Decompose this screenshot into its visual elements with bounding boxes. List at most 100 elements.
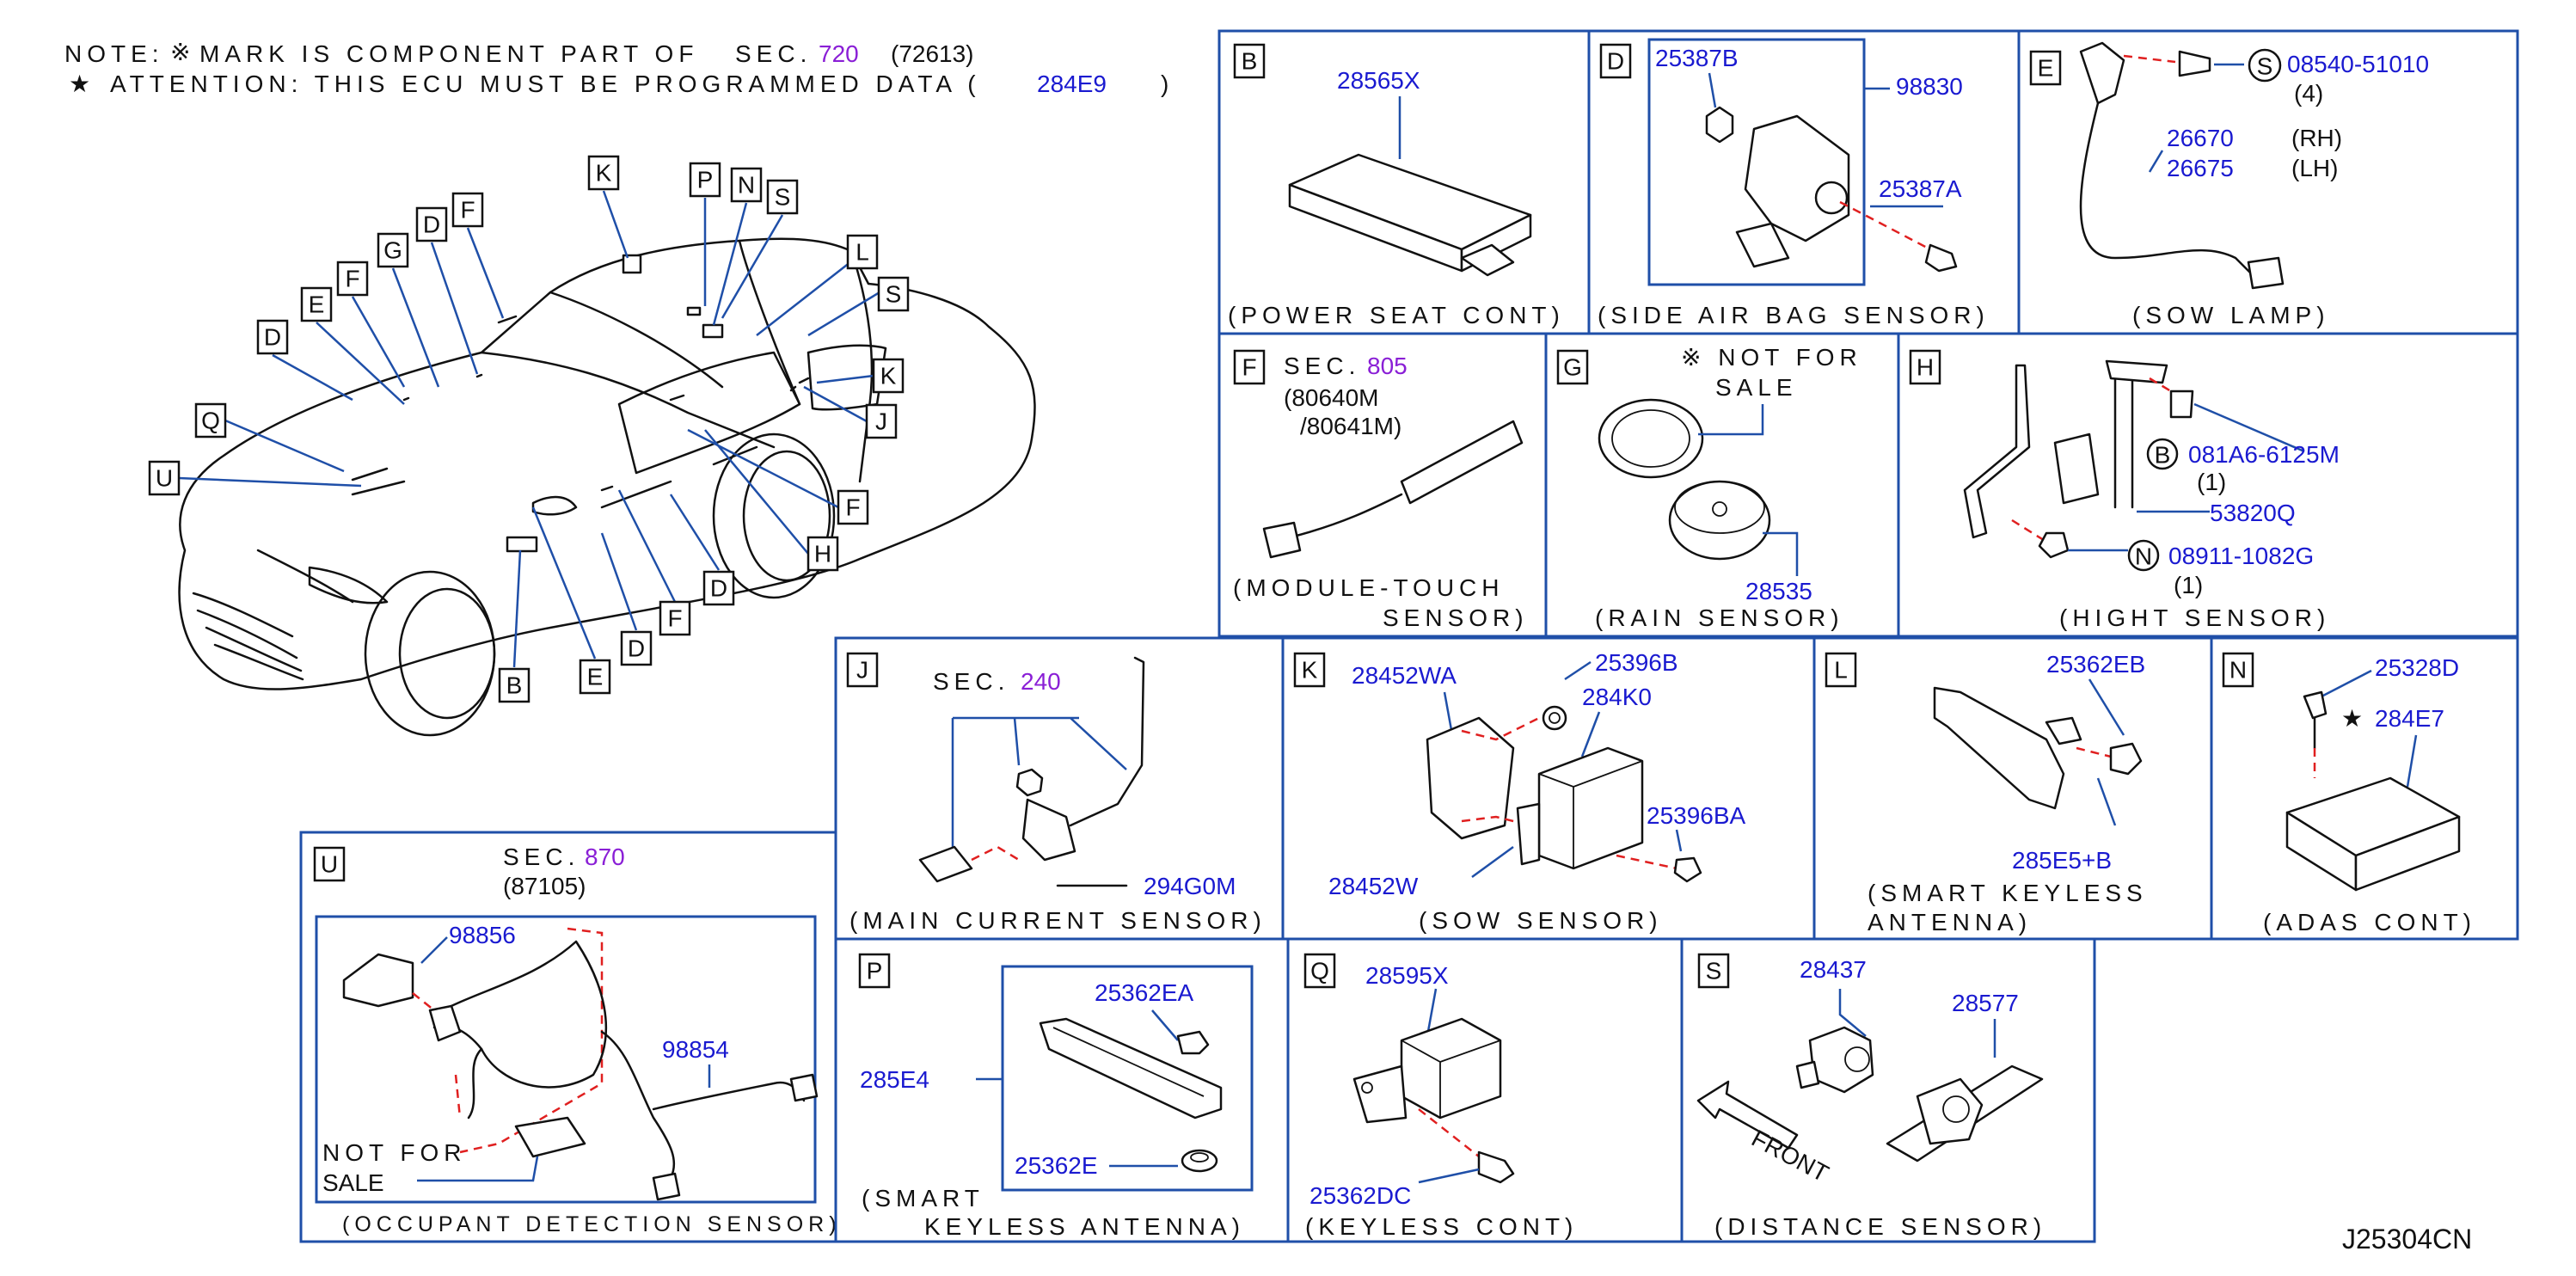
svg-text:240: 240 [1021,668,1061,695]
svg-text:D: D [264,324,281,351]
panel-caption: (RAIN SENSOR) [1595,604,1844,631]
note-label: NOTE: [64,40,164,67]
n-circle-icon: N [2135,543,2152,570]
svg-text:U: U [156,465,173,492]
svg-text:F: F [845,494,860,521]
panel-d-side-air-bag-sensor: D 25387B 98830 25387A (SIDE AIR BAG SENS… [1587,29,2021,335]
svg-text:NOT FOR: NOT FOR [322,1139,466,1166]
svg-text:H: H [1917,354,1934,381]
car-callout-d2[interactable]: D [600,532,653,666]
svg-text:(80640M: (80640M [1284,384,1379,411]
b-circle-icon: B [2155,442,2171,469]
car-callout-e2[interactable]: D [256,319,353,402]
svg-text:U: U [321,851,338,878]
panel-h-hight-sensor: H B 081A6-6125M (1) 53820Q N 08911-1082G… [1897,332,2519,638]
car-callout-d3[interactable]: D [415,206,479,375]
svg-text:G: G [1563,354,1582,381]
car-callout-k2[interactable]: K [816,358,905,394]
svg-text:SEC.: SEC. [503,844,580,870]
part-number: 28437 [1800,956,1867,983]
car-callout-l[interactable]: L [756,234,879,336]
svg-text:N: N [2229,657,2247,684]
svg-text:K: K [880,363,897,390]
panel-caption: (POWER SEAT CONT) [1228,302,1565,328]
part-number: 28565X [1337,67,1420,94]
part-number: 25387B [1655,45,1739,71]
attention-part-number: 284E9 [1037,71,1107,97]
car-callout-d[interactable]: D [669,494,735,606]
panel-caption: (KEYLESS CONT) [1305,1213,1578,1240]
svg-text:/80641M): /80641M) [1300,413,1401,439]
car-callout-f3[interactable]: F [451,192,505,319]
svg-text:F: F [667,605,682,632]
part-number: 25328D [2375,654,2459,681]
svg-text:E: E [2038,55,2054,82]
panel-b-power-seat-cont: B 28565X (POWER SEAT CONT) [1217,29,1591,335]
svg-text:F: F [460,197,475,224]
car-callout-k[interactable]: K [587,155,629,259]
panel-p-smart-keyless-antenna: P 25362EA 285E4 25362E (SMART KEYLESS AN… [834,937,1290,1243]
car-callout-b[interactable]: B [498,549,531,703]
attention-close: ) [1161,71,1168,97]
svg-text:(LH): (LH) [2291,155,2338,181]
panel-j-main-current-sensor: J SEC. 240 294G0M (MAIN CURRENT SENSOR) [834,636,1285,941]
part-number: 25362EA [1095,979,1194,1006]
car-callout-h[interactable]: H [704,429,839,572]
part-number: 53820Q [2210,500,2296,526]
svg-text:SALE: SALE [1715,374,1798,401]
panel-caption: (SOW LAMP) [2132,302,2330,328]
car-callout-f[interactable]: F [687,428,869,525]
svg-text:(87105): (87105) [503,873,586,899]
car-callout-d4[interactable]: E [300,286,405,405]
part-number: 98856 [449,922,516,948]
panel-e-sow-lamp: E S 08540-51010 (4) 26670 (RH) 26675 (LH… [2017,29,2519,335]
car-callout-j[interactable]: J [803,385,898,439]
car-callout-p[interactable]: P [689,162,721,306]
panel-caption: (MAIN CURRENT SENSOR) [849,907,1267,934]
panel-u-occupant-detection-sensor: U SEC. 870 (87105) 98856 98854 NOT FOR S… [299,831,837,1243]
note-sec-paren: (72613) [891,40,974,67]
svg-text:J: J [875,408,887,435]
car-callout-e[interactable]: E [531,506,611,695]
svg-text:S: S [886,281,902,308]
part-number: 294G0M [1144,873,1236,899]
car-callout-s2[interactable]: S [807,276,910,337]
car-callout-n[interactable]: N [712,167,763,326]
part-number: 25362E [1015,1152,1098,1179]
car-callout-q[interactable]: Q [194,402,345,473]
part-number: 28535 [1745,578,1812,604]
car-callout-s[interactable]: S [721,179,799,319]
svg-text:※ NOT FOR: ※ NOT FOR [1681,344,1862,371]
part-number: 25362DC [1309,1182,1411,1209]
svg-text:(4): (4) [2294,80,2323,107]
attention-text: ATTENTION: THIS ECU MUST BE PROGRAMMED D… [110,71,981,97]
note-sec-number: 720 [819,40,859,67]
part-number: 28577 [1952,990,2019,1016]
part-number: 26670 [2167,125,2234,151]
svg-text:E: E [309,291,325,318]
svg-text:SEC.: SEC. [1284,353,1360,379]
part-number: 25396BA [1647,802,1746,829]
part-number: 98830 [1896,73,1963,100]
car-callout-u[interactable]: U [148,460,362,496]
svg-text:Q: Q [1310,958,1329,985]
part-number: 25387A [1879,175,1962,202]
car-callout-g[interactable]: G [377,232,440,388]
svg-text:B: B [506,672,523,699]
svg-text:870: 870 [585,844,625,870]
svg-text:805: 805 [1367,353,1408,379]
svg-text:P: P [697,167,714,193]
svg-text:N: N [738,172,755,199]
panel-caption: (MODULE-TOUCH [1233,574,1504,601]
svg-text:F: F [1242,354,1256,381]
part-number: 285E4 [860,1066,929,1093]
notes-block: NOTE: ※ MARK IS COMPONENT PART OF SEC. 7… [64,39,1168,97]
svg-text:D: D [710,575,727,602]
car-callout-f2[interactable]: F [617,489,691,636]
panel-l-smart-keyless-antenna: L 25362EB 285E5+B (SMART KEYLESS ANTENNA… [1812,636,2213,941]
svg-text:D: D [628,635,645,662]
car-callout-f4[interactable]: F [336,261,406,388]
svg-text:F: F [345,266,359,292]
svg-text:S: S [1706,958,1722,985]
